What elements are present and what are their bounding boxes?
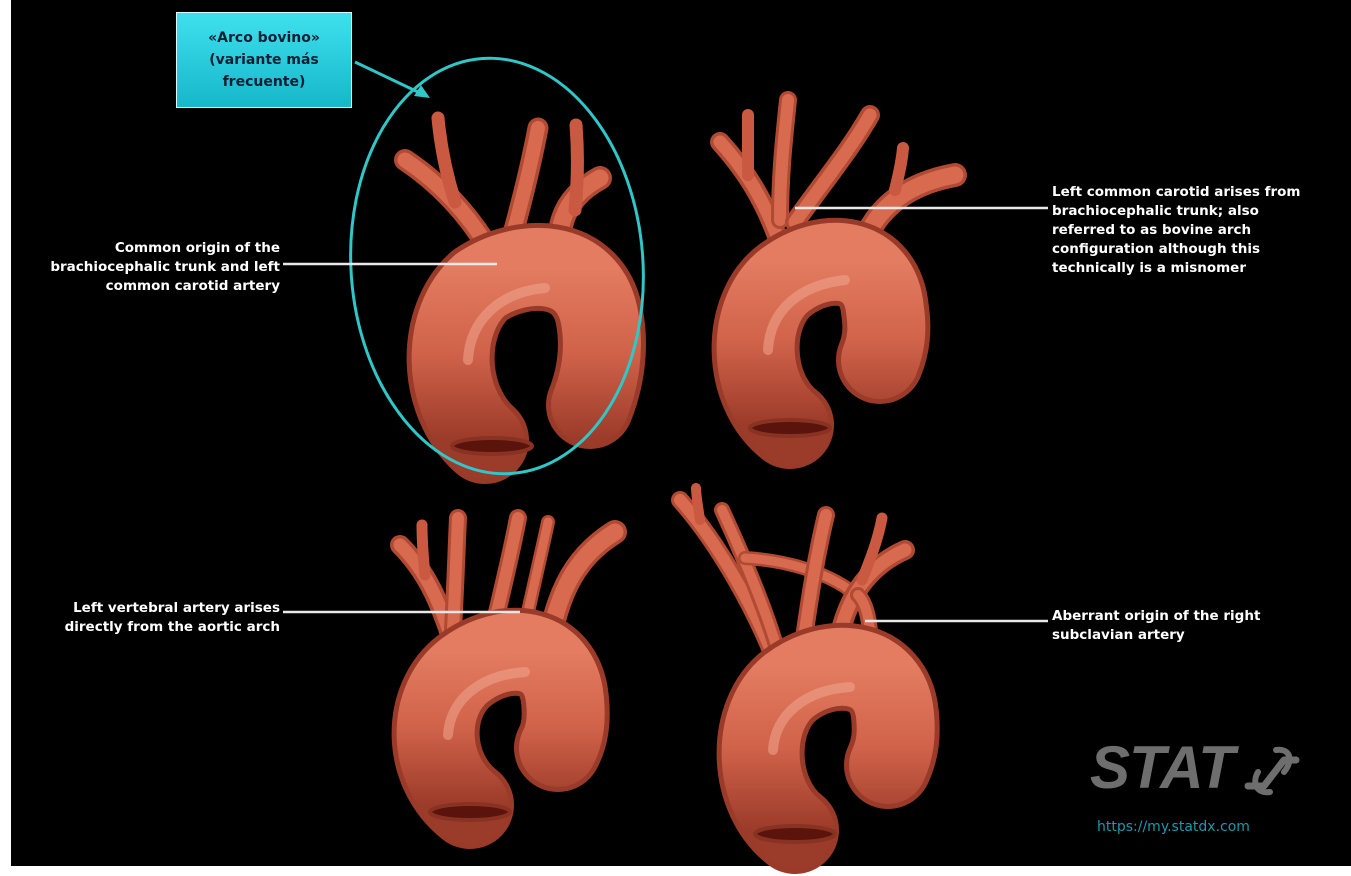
label-aberrant-right-subclavian: Aberrant origin of the right subclavian … — [1052, 607, 1342, 645]
label-left-vertebral-artery: Left vertebral artery arises directly fr… — [24, 599, 280, 637]
label-common-origin: Common origin of the brachiocephalic tru… — [24, 239, 280, 296]
bovine-arch-callout: «Arco bovino» (variante más frecuente) — [176, 12, 352, 108]
statdx-link-icon — [1240, 742, 1304, 800]
statdx-url[interactable]: https://my.statdx.com — [1097, 818, 1250, 836]
callout-text: «Arco bovino» (variante más frecuente) — [208, 27, 320, 93]
statdx-logo: STAT — [1090, 736, 1234, 800]
label-left-carotid-from-brachiocephalic: Left common carotid arises from brachioc… — [1052, 183, 1342, 278]
